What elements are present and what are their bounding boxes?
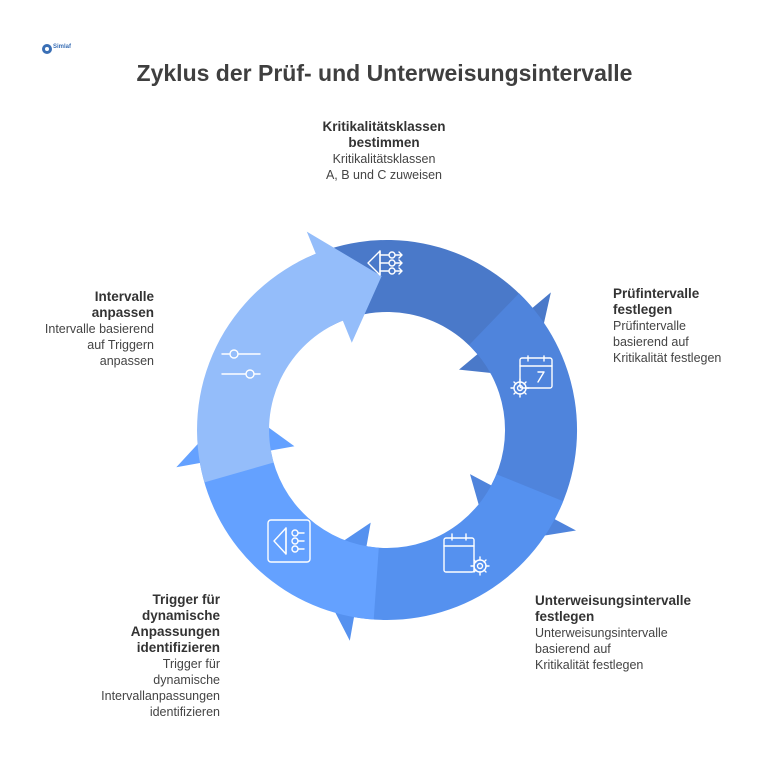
step-description-line: basierend auf — [535, 642, 611, 656]
step-label-intervalle-anpassen: Intervalle anpassen Intervalle basierend… — [20, 289, 154, 369]
step-description-line: Intervallanpassungen — [101, 689, 220, 703]
step-description: Unterweisungsintervalle basierend auf Kr… — [535, 625, 725, 673]
step-description-line: Kritikalität festlegen — [613, 351, 722, 365]
step-description: Kritikalitätsklassen A, B und C zuweisen — [284, 151, 484, 183]
step-description-line: Kritikalitätsklassen — [332, 152, 436, 166]
diagram-title: Zyklus der Prüf- und Unterweisungsinterv… — [136, 60, 633, 86]
step-label-pruefintervalle: Prüfintervalle festlegen Prüfintervalle … — [613, 286, 763, 366]
step-description-line: basierend auf — [613, 335, 689, 349]
step-heading: Intervalle anpassen — [20, 289, 154, 321]
step-heading-line: identifizieren — [136, 640, 220, 655]
calendar-gear-icon — [510, 355, 553, 398]
logo-text: Simlaf — [53, 44, 72, 50]
step-description-line: anpassen — [99, 354, 154, 368]
logo-mark-icon — [42, 44, 52, 54]
step-description-line: dynamische — [153, 673, 220, 687]
step-heading: Kritikalitätsklassen bestimmen — [284, 119, 484, 151]
slider-adjust-icon — [221, 349, 261, 379]
step-label-trigger: Trigger für dynamische Anpassungen ident… — [60, 592, 220, 720]
hierarchy-arrows-icon — [367, 250, 403, 276]
step-label-unterweisungsintervalle: Unterweisungsintervalle festlegen Unterw… — [535, 593, 725, 673]
step-description-line: Unterweisungsintervalle — [535, 626, 668, 640]
step-description: Prüfintervalle basierend auf Kritikalitä… — [613, 318, 763, 366]
step-description-line: Trigger für — [162, 657, 220, 671]
step-description-line: A, B und C zuweisen — [325, 168, 443, 182]
step-description-line: Kritikalität festlegen — [535, 658, 644, 672]
step-heading-line: bestimmen — [348, 135, 420, 150]
step-heading-line: festlegen — [613, 302, 673, 317]
step-heading-line: Anpassungen — [130, 624, 220, 639]
step-heading-line: Trigger für — [152, 592, 220, 607]
step-heading: Unterweisungsintervalle festlegen — [535, 593, 725, 625]
step-description: Trigger für dynamische Intervallanpassun… — [60, 656, 220, 720]
step-description-line: auf Triggern — [87, 338, 154, 352]
step-heading-line: Unterweisungsintervalle — [535, 593, 692, 608]
cycle-arrow-5 — [197, 231, 382, 483]
step-heading-line: anpassen — [91, 305, 154, 320]
step-heading-line: Kritikalitätsklassen — [322, 119, 446, 134]
step-heading: Prüfintervalle festlegen — [613, 286, 763, 318]
calendar-settings-icon — [443, 533, 490, 576]
step-description-line: Prüfintervalle — [613, 319, 686, 333]
step-heading-line: Intervalle — [94, 289, 154, 304]
step-description-line: identifizieren — [149, 705, 220, 719]
step-label-kritikalitaetsklassen: Kritikalitätsklassen bestimmen Kritikali… — [284, 119, 484, 183]
step-heading-line: dynamische — [141, 608, 220, 623]
step-heading: Trigger für dynamische Anpassungen ident… — [60, 592, 220, 656]
logo: Simlaf — [41, 42, 91, 60]
step-heading-line: festlegen — [535, 609, 595, 624]
step-description-line: Intervalle basierend — [44, 322, 154, 336]
step-description: Intervalle basierend auf Triggern anpass… — [20, 321, 154, 369]
trigger-flow-icon — [267, 519, 311, 563]
step-heading-line: Prüfintervalle — [613, 286, 700, 301]
